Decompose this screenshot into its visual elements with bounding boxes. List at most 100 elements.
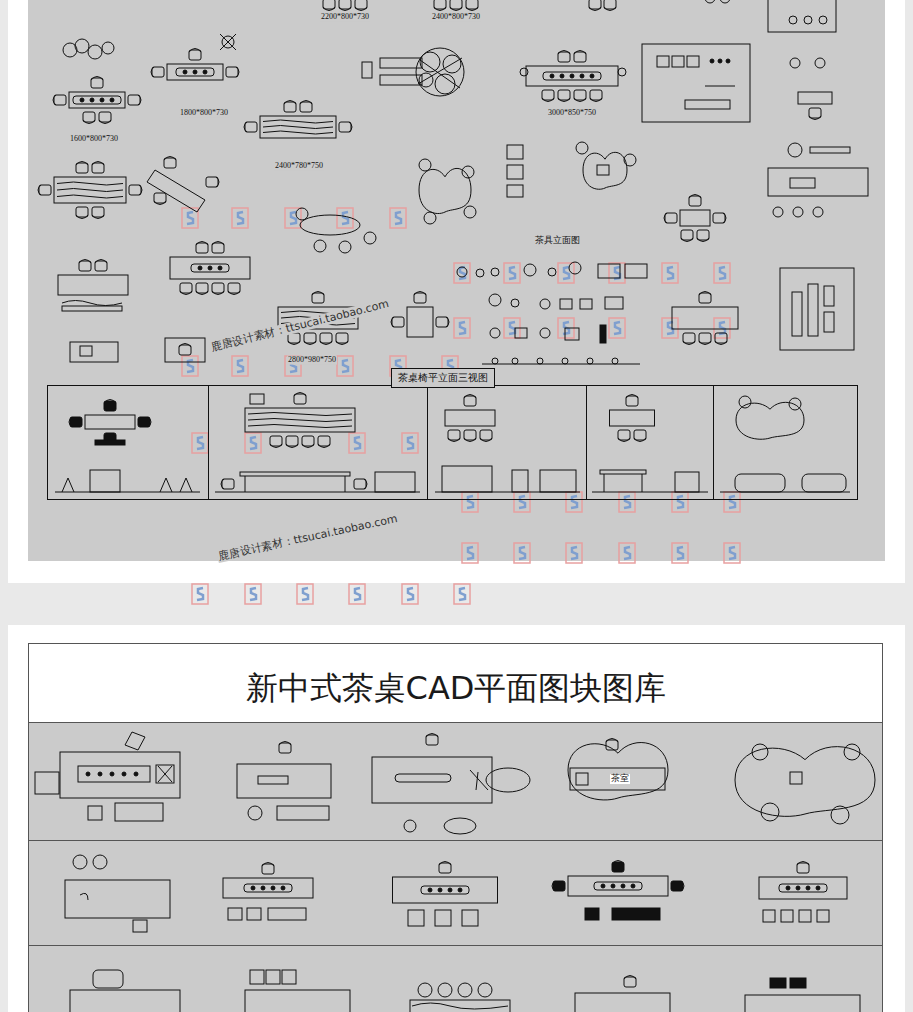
cad-rect [240, 472, 350, 476]
card [8, 0, 905, 583]
watermark-logo [390, 208, 406, 228]
cad-rect [464, 396, 476, 406]
cad-rect [245, 408, 355, 432]
cad-rect [435, 910, 451, 926]
cad-rect [395, 774, 451, 782]
cad-rect [448, 430, 460, 440]
cad-rect [568, 876, 668, 896]
cad-path [355, 7, 367, 11]
cad-rect [585, 908, 599, 920]
cad-path [80, 893, 88, 900]
cad-rect [380, 75, 422, 85]
cad-path [38, 185, 41, 195]
cad-rect [580, 299, 592, 309]
cad-path [464, 395, 476, 399]
watermark-logo [504, 263, 520, 283]
cad-circle [612, 358, 618, 364]
cad-rect [228, 908, 242, 920]
cad-circle [339, 241, 351, 253]
cad-path [138, 95, 141, 105]
cad-rect [626, 396, 638, 406]
cad-rect [138, 417, 150, 427]
cad-circle [569, 262, 581, 274]
cad-rect [355, 0, 367, 9]
cad-path [263, 126, 333, 129]
cad-rect [779, 884, 827, 892]
cad-circle [793, 207, 803, 217]
cad-rect [154, 193, 166, 203]
cad-rect [115, 803, 163, 821]
cad-circle [511, 299, 519, 307]
cad-path [681, 881, 684, 891]
cad-circle [611, 884, 615, 888]
cad-circle [416, 48, 464, 96]
cad-rect [780, 268, 854, 350]
cad-rect [790, 178, 815, 188]
cad-rect [362, 62, 372, 78]
cad-rect [450, 0, 462, 9]
cad-circle [739, 396, 751, 408]
cad-circle [618, 68, 626, 76]
cad-circle [580, 74, 584, 78]
cad-rect [80, 346, 92, 356]
cad-circle [75, 39, 89, 53]
cad-circle [424, 212, 436, 224]
cad-ellipse [444, 818, 476, 834]
cad-circle [710, 59, 714, 63]
row-divider [29, 945, 882, 946]
cad-path [699, 341, 711, 345]
cad-path [583, 152, 627, 189]
cad-circle [491, 268, 499, 276]
page-title: 新中式茶桌CAD平面图块图库 [246, 667, 667, 711]
cad-rect [802, 474, 846, 492]
cad-rect [597, 165, 609, 175]
cad-rect [642, 44, 750, 122]
cad-path [154, 201, 166, 205]
cad-path [79, 260, 91, 264]
cad-path [284, 101, 296, 105]
cad-rect [560, 299, 572, 309]
cad-circle [198, 266, 202, 270]
cad-circle [271, 886, 275, 890]
cad-rect [282, 970, 296, 984]
cad-circle [448, 888, 452, 892]
cad-circle [110, 98, 114, 102]
cad-circle [720, 0, 730, 3]
cad-rect [286, 436, 298, 446]
watermark-logo [285, 208, 301, 228]
dimension-label: 1800*800*730 [179, 109, 229, 118]
cad-circle [788, 143, 802, 157]
cad-ellipse [300, 215, 360, 235]
cad-rect [625, 264, 647, 278]
cad-rect [128, 95, 140, 105]
cad-rect [222, 479, 234, 489]
cad-circle [560, 74, 564, 78]
cad-rect [687, 56, 699, 67]
cad-rect [339, 122, 351, 132]
cad-rect [672, 307, 738, 329]
cad-path [318, 444, 330, 448]
cad-path [715, 341, 727, 345]
cad-rect [810, 147, 850, 153]
cad-path [735, 747, 875, 817]
cad-circle [624, 154, 636, 166]
cad-path [220, 34, 236, 50]
cad-rect [612, 908, 660, 920]
watermark-logo [402, 584, 418, 604]
cad-circle [314, 240, 326, 252]
watermark-logo [672, 543, 688, 563]
cad-path [797, 862, 809, 866]
cad-circle [550, 74, 554, 78]
cad-circle [796, 886, 800, 890]
dimension-label: 2800*980*750 [287, 356, 337, 365]
watermark-logo [672, 492, 688, 512]
cad-rect [167, 64, 223, 80]
cad-path [288, 341, 300, 345]
watermark-logo [609, 318, 625, 338]
cad-path [699, 292, 711, 296]
cad-rect [270, 436, 282, 446]
cad-circle [364, 232, 376, 244]
drawing-label: 茶室 [610, 774, 630, 784]
cad-rect [507, 185, 523, 197]
